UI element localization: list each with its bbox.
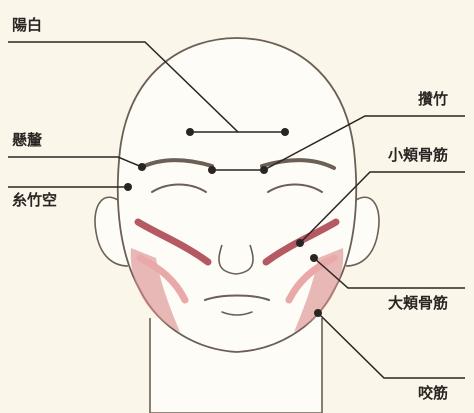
point-youhaku-right	[281, 128, 289, 136]
label-koukin: 咬筋	[418, 386, 448, 401]
label-shichikukuu: 糸竹空	[12, 193, 57, 208]
point-sanchiku-right	[260, 166, 268, 174]
point-shichikukuu	[124, 183, 132, 191]
label-daikyokotsukin: 大頬骨筋	[388, 296, 448, 311]
label-sanchiku: 攢竹	[418, 92, 448, 107]
point-shoukyokotsukin	[296, 239, 304, 247]
label-youhaku: 陽白	[12, 18, 42, 33]
point-daikyokotsukin	[310, 254, 318, 262]
point-koukin	[314, 309, 322, 317]
point-kenro	[138, 163, 146, 171]
label-kenro: 懸釐	[12, 133, 42, 148]
point-youhaku-left	[186, 128, 194, 136]
point-sanchiku-left	[208, 166, 216, 174]
leader-koukin	[318, 313, 465, 378]
label-shoukyokotsukin: 小頬骨筋	[388, 148, 448, 163]
